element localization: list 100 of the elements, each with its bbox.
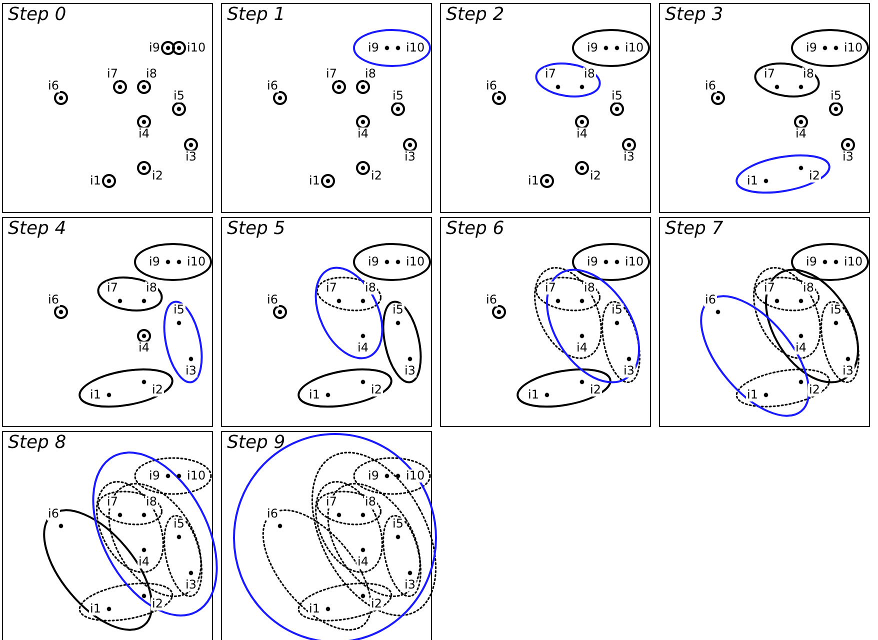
point-label: i1: [89, 388, 102, 402]
plot-panel: [440, 217, 651, 427]
point-label: i7: [763, 68, 776, 80]
point-label: i7: [325, 496, 338, 508]
point-label: i1: [308, 388, 321, 402]
point-label: i1: [746, 174, 759, 188]
point-label: i4: [576, 342, 588, 354]
step-title: Step 0: [8, 4, 66, 26]
point-label: i10: [186, 42, 207, 54]
point-label: i1: [527, 388, 540, 402]
point-label: i5: [392, 518, 404, 530]
point-label: i9: [367, 470, 380, 482]
step-title: Step 6: [446, 218, 504, 240]
point-label: i2: [589, 384, 602, 396]
point-label: i5: [830, 90, 842, 102]
point-label: i6: [704, 80, 717, 92]
point-label: i10: [405, 256, 426, 268]
point-label: i5: [610, 304, 624, 316]
point-label: i4: [356, 342, 370, 354]
point-label: i5: [392, 304, 404, 316]
point-label: i5: [172, 304, 186, 316]
point-label: i8: [145, 496, 158, 508]
point-label: i1: [746, 388, 759, 402]
point-label: i9: [367, 42, 380, 54]
point-label: i5: [392, 90, 404, 102]
plot-panel: [2, 217, 213, 427]
point-label: i1: [308, 174, 321, 188]
point-label: i10: [405, 42, 426, 54]
point-label: i3: [184, 150, 198, 164]
plot-panel: [221, 3, 432, 213]
point-label: i2: [370, 170, 383, 182]
point-label: i9: [586, 42, 599, 54]
step-title: Step 9: [227, 432, 286, 454]
point-label: i8: [364, 282, 377, 294]
point-label: i5: [830, 304, 842, 316]
point-label: i5: [172, 90, 186, 102]
plot-panel: [2, 3, 213, 213]
point-label: i2: [589, 170, 602, 182]
point-label: i3: [404, 150, 416, 164]
point-label: i4: [794, 128, 808, 140]
point-label: i4: [138, 342, 150, 354]
point-label: i5: [172, 518, 186, 530]
point-label: i6: [485, 294, 498, 306]
point-label: i8: [802, 282, 815, 294]
point-label: i2: [370, 598, 383, 610]
point-label: i2: [151, 384, 164, 396]
point-label: i10: [843, 42, 864, 54]
point-label: i8: [583, 68, 596, 80]
plot-panel: [659, 217, 870, 427]
point-label: i2: [151, 598, 164, 610]
point-label: i8: [145, 68, 158, 80]
point-label: i7: [106, 496, 119, 508]
point-label: i6: [485, 80, 498, 92]
point-label: i4: [356, 128, 370, 140]
point-label: i6: [266, 294, 279, 306]
point-label: i1: [89, 174, 102, 188]
point-label: i7: [325, 282, 338, 294]
point-label: i6: [47, 508, 60, 520]
point-label: i9: [805, 256, 818, 268]
point-label: i6: [47, 294, 60, 306]
point-label: i9: [148, 42, 161, 54]
point-label: i10: [186, 256, 207, 268]
point-label: i9: [805, 42, 818, 54]
point-label: i7: [544, 68, 557, 80]
point-label: i7: [763, 282, 776, 294]
point-label: i4: [794, 342, 808, 354]
point-label: i6: [266, 80, 279, 92]
point-label: i10: [186, 470, 207, 482]
point-label: i10: [624, 42, 645, 54]
plot-panel: [659, 3, 870, 213]
point-label: i4: [576, 128, 588, 140]
plot-panel: [440, 3, 651, 213]
point-label: i1: [89, 602, 102, 616]
step-title: Step 2: [446, 4, 504, 26]
point-label: i2: [808, 170, 821, 182]
point-label: i9: [586, 256, 599, 268]
step-title: Step 7: [665, 218, 724, 240]
point-label: i1: [308, 602, 321, 616]
step-title: Step 4: [8, 218, 66, 240]
point-label: i7: [325, 68, 338, 80]
step-title: Step 5: [227, 218, 286, 240]
step-title: Step 1: [227, 4, 286, 26]
point-label: i2: [370, 384, 383, 396]
point-label: i5: [610, 90, 624, 102]
point-label: i8: [583, 282, 596, 294]
step-title: Step 8: [8, 432, 66, 454]
point-label: i3: [404, 578, 416, 592]
point-label: i7: [106, 68, 119, 80]
plot-panel: [221, 217, 432, 427]
point-label: i6: [704, 294, 717, 306]
point-label: i10: [624, 256, 645, 268]
point-label: i3: [622, 150, 636, 164]
point-label: i7: [544, 282, 557, 294]
point-label: i3: [184, 578, 198, 592]
point-label: i8: [145, 282, 158, 294]
point-label: i9: [148, 470, 161, 482]
step-title: Step 3: [665, 4, 724, 26]
point-label: i4: [356, 556, 370, 568]
point-label: i9: [148, 256, 161, 268]
point-label: i10: [405, 470, 426, 482]
